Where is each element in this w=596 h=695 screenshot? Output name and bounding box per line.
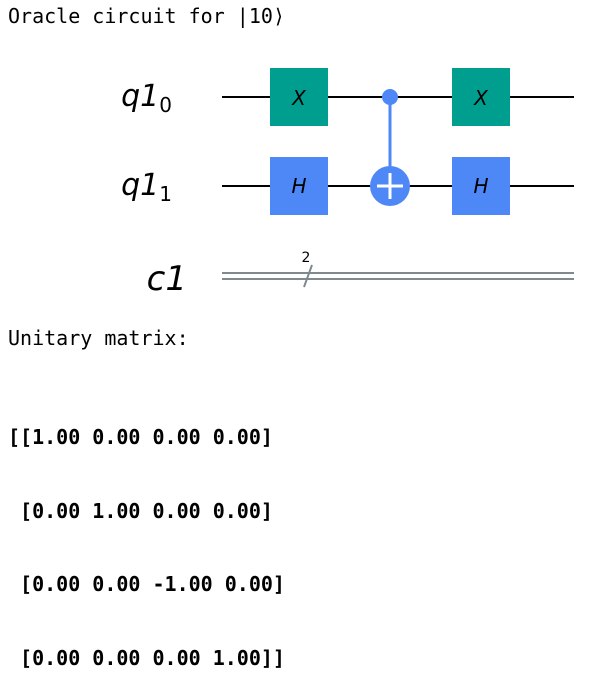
circuit-diagram: 2 q10 q11 c1 X H X H xyxy=(0,50,596,310)
classical-width-label: 2 xyxy=(302,250,311,266)
unitary-heading: Unitary matrix: xyxy=(8,326,189,350)
gate-h-second-label: H xyxy=(473,174,488,198)
gate-x-first-label: X xyxy=(291,86,307,110)
matrix-row: [0.00 0.00 0.00 1.00]] xyxy=(8,645,285,670)
matrix-row: [0.00 1.00 0.00 0.00] xyxy=(8,498,273,523)
matrix-row: [0.00 0.00 -1.00 0.00] xyxy=(8,572,285,596)
cnot-control-dot xyxy=(382,89,398,105)
page-title: Oracle circuit for |10⟩ xyxy=(8,4,285,28)
gate-h-first xyxy=(270,157,328,215)
qubit-label-1: q11 xyxy=(121,168,172,206)
matrix-row: [[1.00 0.00 0.00 0.00] xyxy=(8,425,273,449)
classical-bus-slash xyxy=(303,264,313,288)
gate-h-first-label: H xyxy=(291,174,306,198)
gate-x-first xyxy=(270,68,328,126)
gate-h-second xyxy=(452,157,510,215)
qubit-label-0: q10 xyxy=(121,79,172,117)
gate-x-second-label: X xyxy=(473,86,489,110)
gate-x-second xyxy=(452,68,510,126)
classical-label: c1 xyxy=(147,259,187,299)
circuit-svg: 2 q10 q11 c1 X H X H xyxy=(121,68,574,299)
unitary-matrix: [[1.00 0.00 0.00 0.00] [0.00 1.00 0.00 0… xyxy=(8,376,285,695)
